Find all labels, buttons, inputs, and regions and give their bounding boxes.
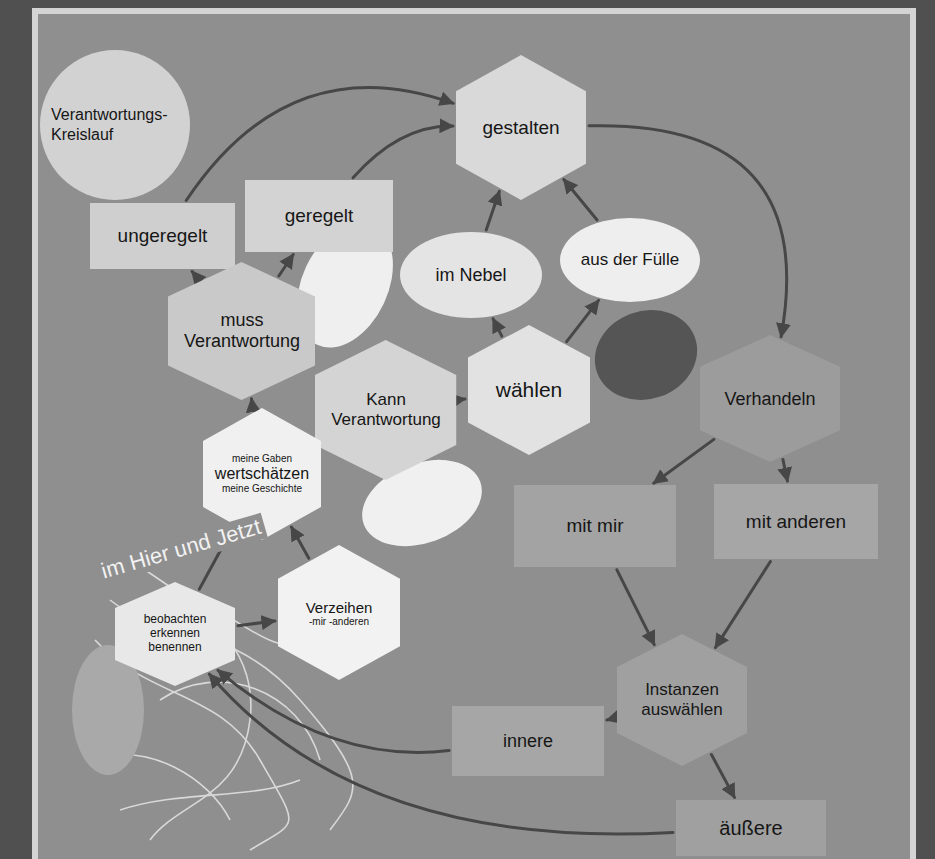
card-fill [617,634,747,766]
card-fill [245,180,393,252]
card-text: ungeregelt [99,225,227,247]
card-ellipse: im Nebel [400,232,542,318]
card-text: Kann Verantwortung [329,390,442,429]
card-content: mit mir [524,515,667,537]
card-text: Verhandeln [714,388,826,409]
card-hexagon: muss Verantwortung [168,262,315,400]
card-text: innere [461,731,595,752]
card-text: meine Geschichte [215,483,309,495]
card-rectangle: ungeregelt [90,203,235,269]
card-fill [468,325,590,455]
card-hexagon: gestalten [456,55,586,200]
card-text: geregelt [254,205,384,227]
arrow-connector [493,319,502,336]
arrow-connector [607,718,614,720]
card-fill [700,335,840,462]
card-hexagon: Kann Verantwortung [315,340,456,480]
card-fill [278,545,400,680]
arrow-connector [783,459,788,481]
arrow-connector [715,562,770,648]
card-fill [452,706,604,776]
card-text: wählen [480,378,578,402]
card-text: muss Verantwortung [183,310,301,351]
card-fill [400,232,542,318]
card-content: meine Gabenwertschätzenmeine Geschichte [215,453,309,494]
arrow-connector [353,126,453,178]
card-text: äußere [685,817,817,840]
card-content: beobachten erkennen benennen [127,613,223,654]
card-content: gestalten [469,117,573,139]
arrow-connector [711,755,734,798]
chalk-note: im Hier und Jetzt [94,513,268,586]
card-hexagon: beobachten erkennen benennen [115,582,235,686]
arrow-connector [218,670,449,752]
card-content: aus der Fülle [580,250,681,270]
card-content: Kann Verantwortung [329,390,442,429]
card-rectangle: mit anderen [714,484,878,559]
card-fill [315,340,456,480]
card-content: muss Verantwortung [183,310,301,351]
arrow-connector [291,527,308,558]
card-content: Verhandeln [714,388,826,409]
title-circle: Verantwortungs-Kreislauf [40,50,190,200]
card-fill [714,484,878,559]
title: Verantwortungs-Kreislauf [51,105,179,145]
arrow-connector [279,255,293,277]
card-text: meine Gaben [215,453,309,465]
card-fill [168,262,315,400]
card-text: mit anderen [724,511,868,533]
card-hexagon: wählen [468,325,590,455]
card-content: mit anderen [724,511,868,533]
card-text: beobachten erkennen benennen [127,613,223,654]
arrow-connector [564,180,597,221]
card-text: wertschätzen [215,465,309,483]
card-rectangle: innere [452,706,604,776]
card-text: im Nebel [420,265,522,286]
card-hexagon: Verhandeln [700,335,840,462]
card-hexagon: Verzeihen-mir -anderen [278,545,400,680]
arrow-connector [654,439,714,483]
card-content: wählen [480,378,578,402]
card-text: mit mir [524,515,667,537]
card-text: Instanzen auswählen [630,680,734,719]
arrow-connector [460,397,465,401]
arrow-connector [252,399,254,410]
card-hexagon: Instanzen auswählen [617,634,747,766]
card-fill [676,800,826,856]
card-ellipse: aus der Fülle [560,218,700,302]
arrow-connector [617,570,655,645]
arrow-connector [192,271,199,279]
card-fill [514,485,676,567]
card-content: innere [461,731,595,752]
arrow-connector [567,300,599,341]
card-content: geregelt [254,205,384,227]
card-rectangle: mit mir [514,485,676,567]
blank-ellipse [582,296,710,414]
card-rectangle: geregelt [245,180,393,252]
card-content: ungeregelt [99,225,227,247]
card-text: -mir -anderen [290,615,388,627]
card-content: Instanzen auswählen [630,680,734,719]
card-text: gestalten [469,117,573,139]
card-fill [456,55,586,200]
card-content: im Nebel [420,265,522,286]
card-text: Verzeihen [290,598,388,615]
arrow-connector [238,621,275,626]
card-rectangle: äußere [676,800,826,856]
card-fill [115,582,235,686]
card-fill [560,218,700,302]
card-content: äußere [685,817,817,840]
card-fill [90,203,235,269]
card-text: aus der Fülle [580,250,681,270]
arrow-connector [209,674,673,834]
arrow-connector [486,191,499,230]
card-content: Verzeihen-mir -anderen [290,598,388,627]
